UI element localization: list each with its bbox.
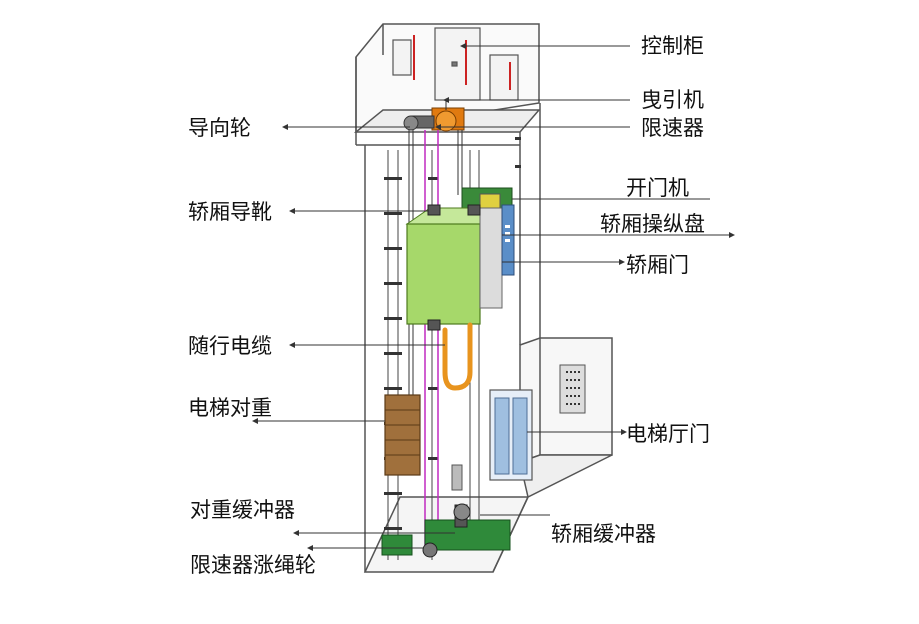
label-counterweight-buffer: 对重缓冲器	[190, 498, 295, 522]
label-guide-pulley: 导向轮	[188, 116, 251, 140]
traveling-cable	[442, 322, 473, 391]
label-landing-door: 电梯厅门	[626, 422, 710, 446]
label-governor-tension-pulley: 限速器涨绳轮	[190, 553, 316, 577]
governor-rope	[424, 130, 439, 548]
label-car-guide-shoe: 轿厢导靴	[188, 200, 272, 224]
label-car-buffer: 轿厢缓冲器	[551, 522, 656, 546]
label-car-door: 轿厢门	[626, 253, 689, 277]
landing	[519, 337, 613, 499]
control-cabinet	[392, 27, 519, 101]
label-traveling-cable: 随行电缆	[188, 334, 272, 358]
leader-lines	[252, 43, 735, 551]
pit-equipment	[381, 464, 511, 558]
traction-machine	[403, 107, 465, 132]
label-speed-governor: 限速器	[641, 116, 704, 140]
landing-door	[489, 389, 533, 481]
hall-call-panel	[559, 364, 586, 414]
label-control-cabinet: 控制柜	[641, 34, 704, 58]
label-counterweight: 电梯对重	[188, 396, 272, 420]
car-guide-shoe	[427, 204, 481, 331]
rail-brackets	[384, 137, 521, 530]
elevator-car	[405, 204, 515, 325]
counterweight	[384, 394, 421, 476]
label-traction-machine: 曳引机	[641, 88, 704, 112]
label-car-operating-panel: 轿厢操纵盘	[600, 212, 705, 236]
label-door-operator: 开门机	[626, 176, 689, 200]
hoistway	[363, 103, 541, 573]
